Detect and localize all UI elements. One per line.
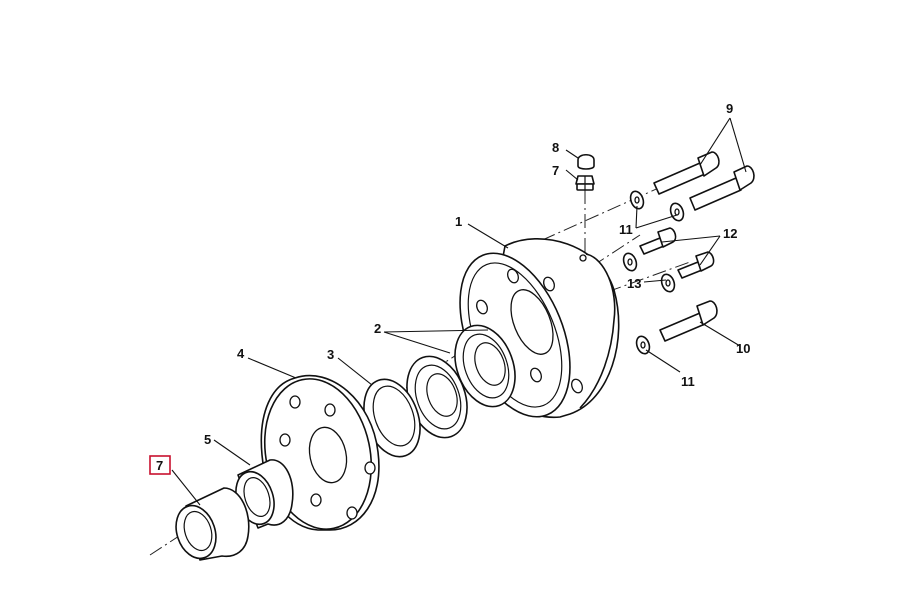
grease-nipple-part-7 [575, 175, 595, 191]
washer-part-13b [660, 273, 676, 293]
bolt-part-9b [689, 165, 755, 211]
callout-4: 4 [237, 346, 245, 361]
callout-7-highlight-box [149, 455, 171, 475]
sleeve-part-7 [175, 487, 250, 561]
bolt-part-12b [677, 251, 715, 279]
bearing-part-2b [406, 355, 468, 439]
washer-part-11c [635, 335, 651, 355]
callout-7: 7 [552, 163, 559, 178]
cap-part-8 [577, 153, 595, 170]
callout-9: 9 [726, 101, 733, 116]
bolt-part-10 [659, 300, 718, 342]
callout-7-highlighted: 7 [156, 458, 163, 473]
bolt-part-12a [639, 227, 677, 255]
callout-11-upper: 11 [619, 222, 633, 237]
callout-13: 13 [627, 276, 641, 291]
callout-8: 8 [552, 140, 559, 155]
washer-part-13a [622, 252, 638, 272]
callout-10: 10 [736, 341, 750, 356]
callout-12: 12 [723, 226, 737, 241]
callout-11-lower: 11 [681, 374, 695, 389]
callout-3: 3 [327, 347, 334, 362]
callout-1: 1 [455, 214, 462, 229]
washer-part-11a [629, 190, 645, 210]
leader-lines [171, 117, 747, 506]
washer-part-11b [669, 202, 685, 222]
bushing-part-5 [235, 459, 294, 529]
bolt-part-9a [653, 151, 720, 195]
ring-part-3 [363, 378, 421, 458]
bearing-part-2a [454, 324, 516, 408]
callout-2: 2 [374, 321, 381, 336]
callout-5: 5 [204, 432, 211, 447]
